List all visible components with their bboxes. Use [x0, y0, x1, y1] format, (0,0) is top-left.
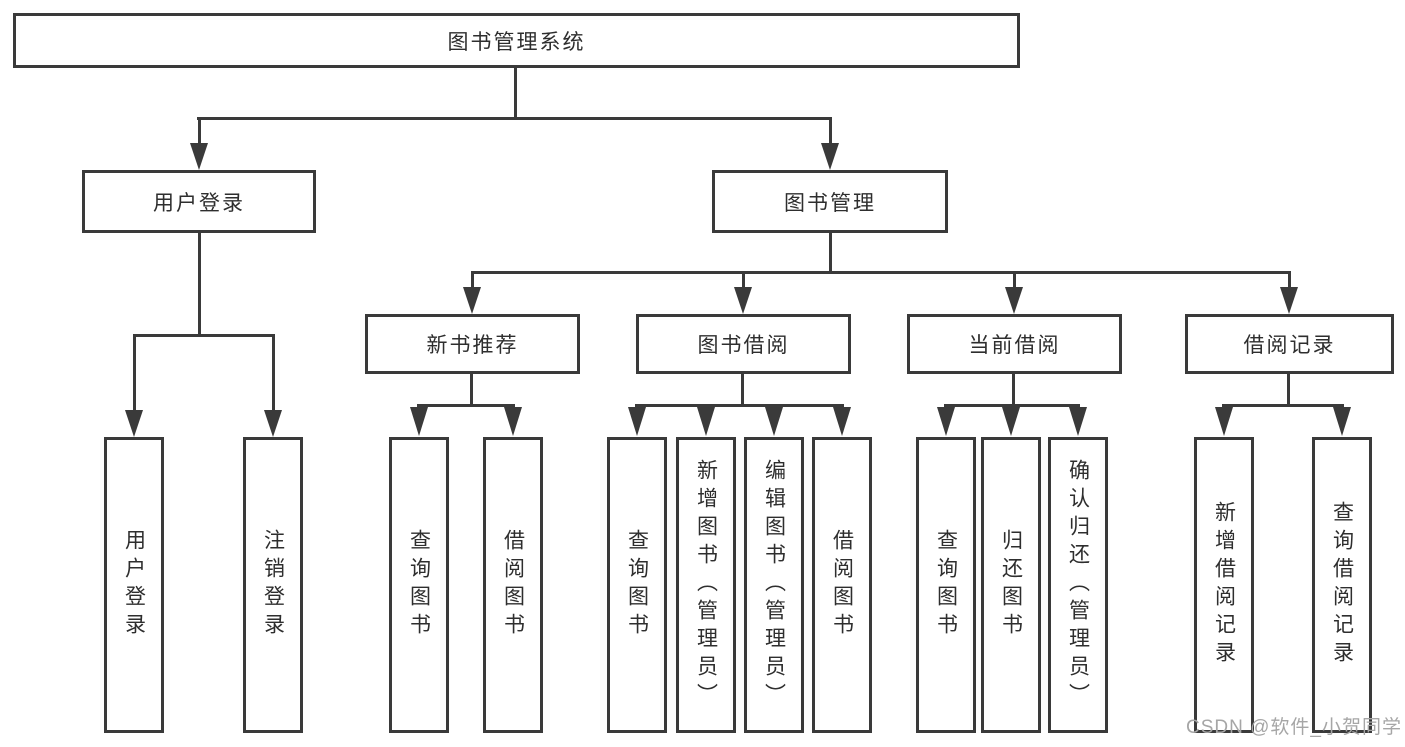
connector-line	[1222, 404, 1344, 407]
node-borrow-records-label: 借阅记录	[1243, 334, 1336, 357]
leaf-add-borrow-record: 新增借阅记录	[1194, 437, 1254, 733]
leaf-add-book-admin-label: 新增图书（管理员）	[694, 459, 718, 711]
leaf-user-login-label: 用户登录	[122, 529, 146, 641]
arrowhead	[1333, 407, 1351, 436]
leaf-query-borrow-record: 查询借阅记录	[1312, 437, 1372, 733]
arrowhead	[1002, 407, 1020, 436]
node-book-management-label: 图书管理	[784, 191, 876, 215]
leaf-borrow-books-recommend-label: 借阅图书	[501, 529, 525, 641]
connector-line	[1013, 273, 1016, 290]
connector-line	[470, 374, 473, 406]
leaf-query-books-recommend-label: 查询图书	[407, 529, 431, 641]
leaf-confirm-return-admin: 确认归还（管理员）	[1048, 437, 1108, 733]
connector-line	[742, 273, 745, 290]
leaf-add-borrow-record-label: 新增借阅记录	[1212, 501, 1236, 669]
node-new-book-recommend-label: 新书推荐	[426, 334, 519, 357]
connector-line	[272, 336, 275, 412]
connector-line	[829, 233, 832, 273]
leaf-edit-book-admin-label: 编辑图书（管理员）	[762, 459, 786, 711]
arrowhead	[1280, 287, 1298, 314]
node-new-book-recommend: 新书推荐	[365, 314, 580, 374]
leaf-confirm-return-admin-label: 确认归还（管理员）	[1066, 459, 1090, 711]
connector-line	[197, 117, 832, 120]
connector-line	[635, 404, 844, 407]
arrowhead	[264, 410, 282, 437]
arrowhead	[697, 407, 715, 436]
leaf-edit-book-admin: 编辑图书（管理员）	[744, 437, 804, 733]
arrowhead	[1005, 287, 1023, 314]
node-root: 图书管理系统	[13, 13, 1020, 68]
arrowhead	[821, 143, 839, 170]
arrowhead	[125, 410, 143, 437]
arrowhead	[410, 407, 428, 436]
connector-line	[741, 374, 744, 406]
leaf-borrow-books: 借阅图书	[812, 437, 872, 733]
arrowhead	[1215, 407, 1233, 436]
node-book-borrow-label: 图书借阅	[697, 334, 790, 357]
node-book-borrow: 图书借阅	[636, 314, 851, 374]
arrowhead	[463, 287, 481, 314]
connector-line	[471, 273, 474, 290]
connector-line	[1287, 374, 1290, 406]
csdn-watermark: CSDN @软件_小贺同学	[1186, 717, 1402, 738]
node-user-login-label: 用户登录	[153, 191, 245, 215]
leaf-query-books-borrow-label: 查询图书	[625, 529, 649, 641]
connector-line	[133, 334, 275, 337]
leaf-add-book-admin: 新增图书（管理员）	[676, 437, 736, 733]
leaf-user-login: 用户登录	[104, 437, 164, 733]
arrowhead	[1069, 407, 1087, 436]
arrowhead	[504, 407, 522, 436]
leaf-return-books-label: 归还图书	[999, 529, 1023, 641]
connector-line	[514, 67, 517, 120]
node-borrow-records: 借阅记录	[1185, 314, 1394, 374]
connector-line	[1288, 273, 1291, 290]
node-user-login: 用户登录	[82, 170, 316, 233]
connector-line	[133, 336, 136, 412]
arrowhead	[628, 407, 646, 436]
arrowhead	[833, 407, 851, 436]
connector-line	[1012, 374, 1015, 406]
node-root-label: 图书管理系统	[447, 30, 586, 54]
node-book-management: 图书管理	[712, 170, 948, 233]
leaf-query-books-current-label: 查询图书	[934, 529, 958, 641]
node-current-borrow-label: 当前借阅	[968, 334, 1061, 357]
leaf-query-books-borrow: 查询图书	[607, 437, 667, 733]
leaf-query-borrow-record-label: 查询借阅记录	[1330, 501, 1354, 669]
connector-line	[829, 119, 832, 145]
leaf-logout-label: 注销登录	[261, 529, 285, 641]
connector-line	[471, 271, 1291, 274]
arrowhead	[734, 287, 752, 314]
arrowhead	[937, 407, 955, 436]
leaf-query-books-recommend: 查询图书	[389, 437, 449, 733]
arrowhead	[190, 143, 208, 170]
leaf-borrow-books-label: 借阅图书	[830, 529, 854, 641]
connector-line	[944, 404, 1080, 407]
leaf-query-books-current: 查询图书	[916, 437, 976, 733]
connector-line	[198, 233, 201, 336]
leaf-borrow-books-recommend: 借阅图书	[483, 437, 543, 733]
leaf-return-books: 归还图书	[981, 437, 1041, 733]
connector-line	[417, 404, 515, 407]
connector-line	[198, 119, 201, 145]
arrowhead	[765, 407, 783, 436]
leaf-logout: 注销登录	[243, 437, 303, 733]
node-current-borrow: 当前借阅	[907, 314, 1122, 374]
